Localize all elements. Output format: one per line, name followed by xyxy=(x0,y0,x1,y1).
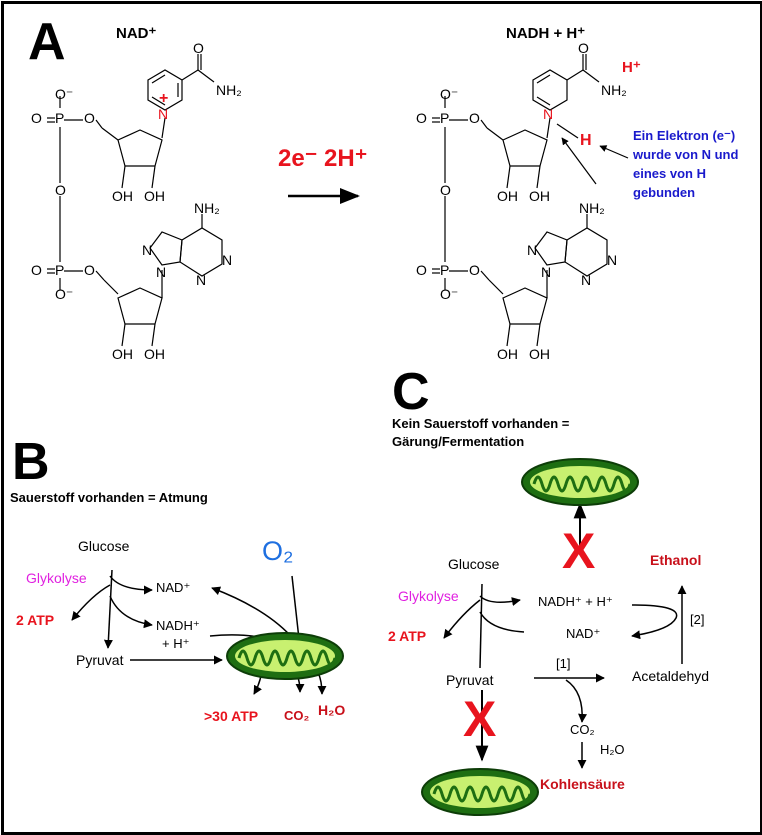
annotation-arrow-lower xyxy=(561,137,597,185)
h2o-label: H₂O xyxy=(600,742,625,757)
atom-o-minus: O⁻ xyxy=(55,86,74,102)
atom-o: O xyxy=(31,262,42,278)
atp2-label: 2 ATP xyxy=(388,628,427,644)
electron-note-line: wurde von N und xyxy=(633,147,739,162)
glucose-label: Glucose xyxy=(78,538,130,554)
atom-p: P xyxy=(55,262,65,278)
atom-n: N xyxy=(607,252,618,268)
atom-n-plus: N xyxy=(158,106,169,122)
ethanol-label: Ethanol xyxy=(650,552,702,568)
atom-n: N xyxy=(527,242,538,258)
h2o-label: H₂O xyxy=(318,702,346,718)
atom-n: N xyxy=(222,252,233,268)
atom-o-minus: O⁻ xyxy=(55,286,74,302)
atom-o: O xyxy=(440,182,451,198)
atom-oh: OH xyxy=(529,346,550,362)
positive-charge: + xyxy=(159,90,169,107)
atom-oh: OH xyxy=(112,188,133,204)
nad-structure xyxy=(47,54,223,347)
atom-oh: OH xyxy=(144,346,165,362)
atom-o-minus: O⁻ xyxy=(440,286,459,302)
atom-n: N xyxy=(581,272,592,288)
nad-label: NAD⁺ xyxy=(566,626,601,641)
panel-a-letter: A xyxy=(28,13,66,71)
pyruvat-label: Pyruvat xyxy=(446,672,494,688)
atom-o: O xyxy=(469,110,480,126)
atom-oh: OH xyxy=(497,188,518,204)
atp2-label: 2 ATP xyxy=(16,612,55,628)
blocked-cross-top: X xyxy=(562,523,596,579)
o2-label: O₂ xyxy=(262,536,294,566)
nad-title: NAD⁺ xyxy=(116,25,157,42)
mitochondrion-b xyxy=(225,631,345,681)
mitochondrion-c-top xyxy=(520,457,640,507)
h-plus-label: H⁺ xyxy=(622,59,641,76)
atp30-label: >30 ATP xyxy=(204,708,259,724)
atom-n-red: N xyxy=(543,106,554,122)
electron-note-line: Ein Elektron (e⁻) xyxy=(633,128,736,143)
atom-o: O xyxy=(416,110,427,126)
glucose-label: Glucose xyxy=(448,556,500,572)
atom-o: O xyxy=(578,40,589,56)
h-atom-label: H xyxy=(580,132,592,149)
blocked-cross-bottom: X xyxy=(463,691,497,747)
atom-n: N xyxy=(196,272,207,288)
atom-o: O xyxy=(84,110,95,126)
acetaldehyd-label: Acetaldehyd xyxy=(632,668,710,684)
atom-o: O xyxy=(31,110,42,126)
annotation-arrow-upper xyxy=(599,145,629,159)
atom-n: N xyxy=(156,264,167,280)
nadh-label: NADH⁺ + H⁺ xyxy=(538,594,613,609)
atom-o-minus: O⁻ xyxy=(440,86,459,102)
atom-n: N xyxy=(541,264,552,280)
atom-nh2: NH₂ xyxy=(579,200,605,216)
atom-p: P xyxy=(440,262,450,278)
atom-nh2: NH₂ xyxy=(194,200,220,216)
nadh-structure xyxy=(432,54,608,347)
atom-o: O xyxy=(469,262,480,278)
atom-nh2: NH₂ xyxy=(216,82,242,98)
atom-oh: OH xyxy=(529,188,550,204)
atom-p: P xyxy=(55,110,65,126)
panel-b-letter: B xyxy=(12,433,50,491)
panel-c-letter: C xyxy=(392,363,430,421)
step2-label: [2] xyxy=(690,612,705,627)
panel-c-subtitle-line1: Kein Sauerstoff vorhanden = xyxy=(392,416,570,431)
panel-c-arrows xyxy=(443,502,687,769)
mitochondrion-c-bottom xyxy=(420,767,540,817)
nadh-label: NADH⁺ xyxy=(156,618,200,633)
pyruvat-label: Pyruvat xyxy=(76,652,124,668)
panel-c-subtitle-line2: Gärung/Fermentation xyxy=(392,434,525,449)
step1-label: [1] xyxy=(556,656,571,671)
panel-b-subtitle: Sauerstoff vorhanden = Atmung xyxy=(10,490,208,505)
nadh-h-label: + H⁺ xyxy=(162,636,190,651)
atom-oh: OH xyxy=(144,188,165,204)
glykolyse-label: Glykolyse xyxy=(398,588,459,604)
atom-o: O xyxy=(416,262,427,278)
co2-label: CO₂ xyxy=(570,722,595,737)
co2-label: CO₂ xyxy=(284,708,310,723)
atom-oh: OH xyxy=(112,346,133,362)
atom-n: N xyxy=(142,242,153,258)
reaction-label: 2e⁻ 2H⁺ xyxy=(278,145,368,172)
atom-nh2: NH₂ xyxy=(601,82,627,98)
electron-note-line: gebunden xyxy=(633,185,696,200)
nadh-title: NADH + H⁺ xyxy=(506,25,586,42)
atom-oh: OH xyxy=(497,346,518,362)
nad-label: NAD⁺ xyxy=(156,580,191,595)
atom-p: P xyxy=(440,110,450,126)
atom-o: O xyxy=(55,182,66,198)
electron-note: Ein Elektron (e⁻) wurde von N und eines … xyxy=(633,126,738,202)
electron-note-line: eines von H xyxy=(633,166,706,181)
glykolyse-label: Glykolyse xyxy=(26,570,87,586)
atom-o: O xyxy=(193,40,204,56)
atom-o: O xyxy=(84,262,95,278)
kohlensaeure-label: Kohlensäure xyxy=(540,776,625,792)
